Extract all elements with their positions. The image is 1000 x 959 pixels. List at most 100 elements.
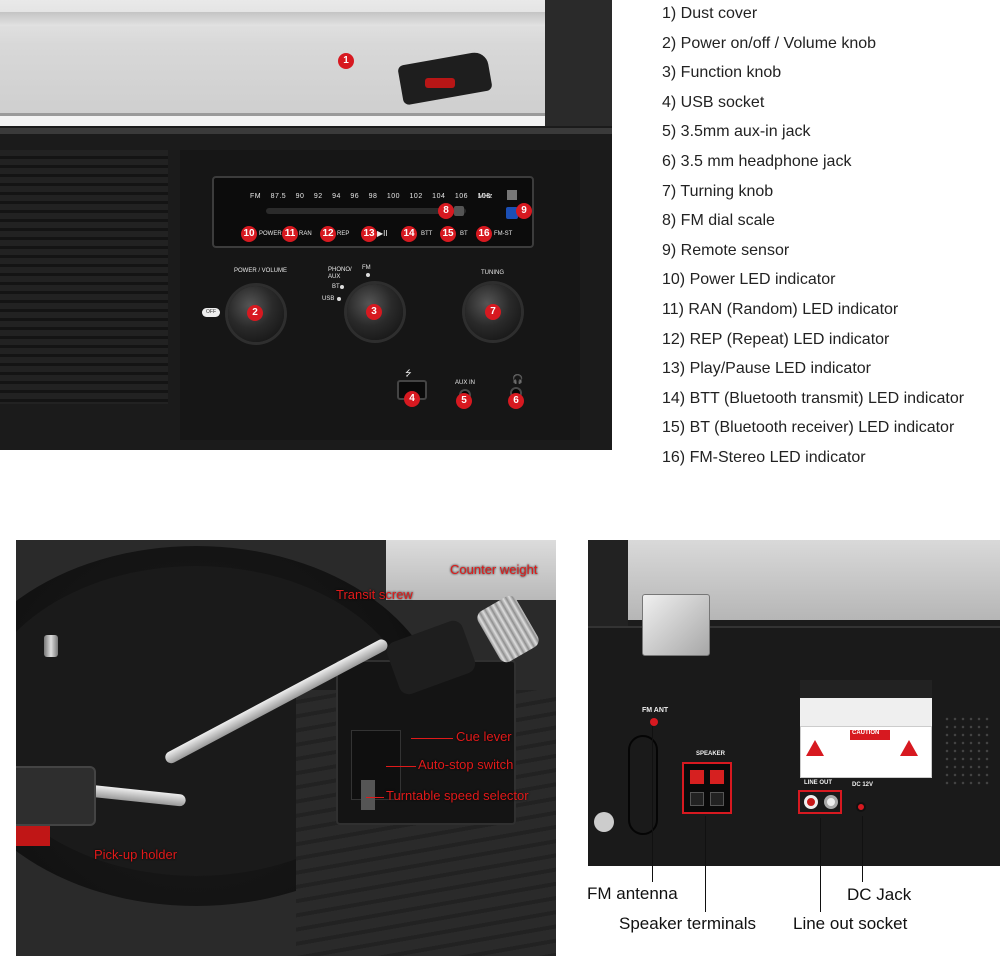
badge-dial: 8 (438, 203, 454, 219)
annot-transit-screw: Transit screw (336, 587, 413, 602)
line-out-socket[interactable] (798, 790, 842, 814)
freq-tick: 90 (295, 193, 305, 200)
rca-left[interactable] (824, 795, 838, 809)
label-aux-in: AUX IN (455, 380, 476, 386)
legend-item: 4) USB socket (662, 93, 765, 111)
callout-line-fm (652, 726, 653, 882)
label-tuning: TUNING (481, 270, 504, 276)
badge-tuning-knob: 7 (485, 304, 501, 320)
speaker-terminal-r-neg[interactable] (690, 792, 704, 806)
warning-icon (900, 740, 918, 756)
dust-cover-edge (386, 540, 556, 600)
label-power-volume: POWER / VOLUME (234, 268, 288, 274)
freq-tick: 106 (454, 193, 468, 200)
badge-led-fmst: 16 (476, 226, 492, 242)
legend-item: 15) BT (Bluetooth receiver) LED indicato… (662, 419, 955, 437)
badge-usb: 4 (404, 391, 420, 407)
dot-usb (337, 297, 341, 301)
annot-auto-stop: Auto-stop switch (418, 757, 514, 772)
led-label-rep: REP (337, 231, 350, 237)
counterweight (474, 592, 542, 666)
bluetooth-logo-icon (507, 190, 517, 200)
label-line-out: LINE OUT (804, 780, 832, 786)
freq-tick: 100 (386, 193, 401, 200)
warning-icon (806, 740, 824, 756)
legend-item: 8) FM dial scale (662, 212, 775, 230)
freq-tick: 94 (332, 193, 341, 200)
cabinet-trim (0, 128, 612, 134)
legend-item: 7) Turning knob (662, 182, 774, 200)
dot-fm (366, 273, 370, 277)
freq-tick: 98 (368, 193, 378, 200)
badge-sensor: 9 (516, 203, 532, 219)
remote-sensor-icon (506, 207, 518, 219)
legend-item: 13) Play/Pause LED indicator (662, 360, 871, 378)
dc-jack[interactable] (856, 802, 866, 812)
dial-track (266, 208, 466, 214)
legend-item: 1) Dust cover (662, 5, 758, 22)
label-speaker: SPEAKER (696, 751, 726, 757)
label-usb: USB (322, 296, 335, 302)
spindle (44, 635, 58, 657)
speed-selector (361, 780, 375, 810)
freq-tick: FM (250, 193, 262, 200)
badge-aux: 5 (456, 393, 472, 409)
legend-item: 16) FM-Stereo LED indicator (662, 448, 866, 466)
speaker-terminal-l-neg[interactable] (710, 792, 724, 806)
label-bt: BT (332, 284, 340, 290)
badge-power-knob: 2 (247, 305, 263, 321)
label-dc: DC 12V (852, 782, 874, 788)
legend-item: 9) Remote sensor (662, 241, 790, 259)
rca-right[interactable] (804, 795, 818, 809)
freq-tick: 87.5 (270, 193, 287, 200)
annot-line-speed (366, 797, 384, 798)
label-fm-ant: FM ANT (642, 707, 669, 714)
rating-label-header (800, 680, 932, 698)
freq-tick: 92 (313, 193, 323, 200)
annot-line-autostop (386, 766, 416, 767)
legend-item: 3) Function knob (662, 64, 782, 82)
legend-item: 11) RAN (Random) LED indicator (662, 300, 899, 318)
front-panel-photo: 1 FM 87.5 90 92 94 96 98 100 102 104 106… (0, 0, 612, 450)
cue-lever (351, 730, 401, 800)
led-label-bt: BT (460, 231, 468, 237)
callout-line-dc (862, 816, 863, 882)
hinge (642, 594, 710, 656)
tonearm-photo: Counter weight Transit screw Cue lever A… (16, 540, 556, 956)
headshell (16, 766, 96, 826)
badge-led-ran: 11 (282, 226, 298, 242)
fm-dial-scale: FM 87.5 90 92 94 96 98 100 102 104 106 1… (250, 193, 498, 200)
badge-led-rep: 12 (320, 226, 336, 242)
badge-led-bt: 15 (440, 226, 456, 242)
callout-line-speaker (705, 816, 706, 912)
rear-cabinet-edge (588, 540, 628, 640)
speaker-terminals[interactable] (682, 762, 732, 814)
dust-cover-edge (0, 12, 560, 26)
annot-cue-lever: Cue lever (456, 729, 512, 744)
callout-dc-jack: DC Jack (847, 885, 912, 904)
dot-bt (340, 285, 344, 289)
speaker-terminal-r-pos[interactable] (690, 770, 704, 784)
legend-item: 6) 3.5 mm headphone jack (662, 152, 852, 170)
speaker-terminal-l-pos[interactable] (710, 770, 724, 784)
speaker-grille (0, 150, 168, 404)
fm-antenna-jack[interactable] (650, 718, 658, 726)
annot-speed-selector: Turntable speed selector (386, 788, 529, 803)
badge-headphone: 6 (508, 393, 524, 409)
led-label-fmst: FM-ST (494, 231, 513, 237)
annot-line-cue (411, 738, 453, 739)
callout-line-out-socket: Line out socket (793, 914, 908, 933)
label-off: OFF (202, 308, 220, 317)
callout-line-lineout (820, 818, 821, 912)
rear-grille (943, 715, 993, 787)
legend-item: 5) 3.5mm aux-in jack (662, 123, 811, 141)
caution-text: CAUTION (852, 730, 880, 736)
legend-item: 10) Power LED indicator (662, 271, 836, 289)
freq-tick: 108 (477, 193, 491, 200)
annot-pickup-holder: Pick-up holder (94, 847, 178, 862)
badge-led-btt: 14 (401, 226, 417, 242)
freq-tick: 96 (350, 193, 360, 200)
tonearm-stylus (425, 78, 455, 88)
cover-hinge (545, 0, 612, 130)
screw-cap (594, 812, 614, 832)
